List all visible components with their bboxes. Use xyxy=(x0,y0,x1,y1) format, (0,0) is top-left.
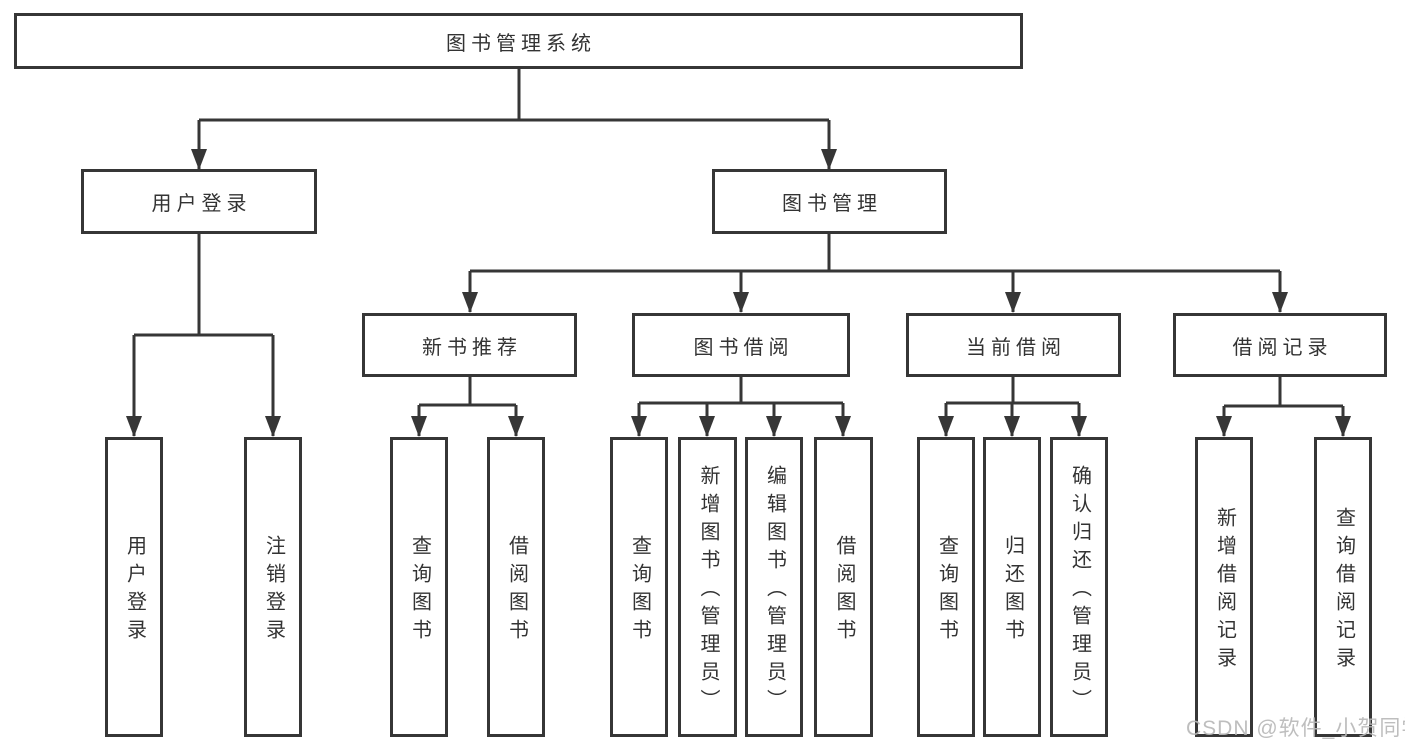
csdn-watermark: CSDN @软件_小贺同学 xyxy=(1186,717,1405,740)
node-label: 新增借阅记录 xyxy=(1213,507,1236,675)
node-label: 查询图书 xyxy=(408,535,431,647)
node-label: 图书管理系统 xyxy=(446,32,596,55)
node-label: 用户登录 xyxy=(151,193,252,215)
leaf-logout: 注销登录 xyxy=(244,437,302,737)
leaf-user-login: 用户登录 xyxy=(105,437,163,737)
node-new-book-recommend: 新书推荐 xyxy=(362,313,577,377)
leaf-query-borrow-record: 查询借阅记录 xyxy=(1314,437,1372,737)
leaf-confirm-return-admin: 确认归还（管理员） xyxy=(1050,437,1108,737)
leaf-return-book: 归还图书 xyxy=(983,437,1041,737)
leaf-query-book-2: 查询图书 xyxy=(610,437,668,737)
node-label: 当前借阅 xyxy=(966,336,1066,359)
node-label: 查询图书 xyxy=(935,535,958,647)
leaf-add-borrow-record: 新增借阅记录 xyxy=(1195,437,1253,737)
node-label: 图书管理 xyxy=(782,193,882,215)
node-label: 归还图书 xyxy=(1001,535,1024,647)
connector-new-book-children xyxy=(411,377,524,437)
node-label: 图书借阅 xyxy=(693,336,794,359)
connector-current-borrow-children xyxy=(938,377,1087,437)
node-label: 借阅图书 xyxy=(505,535,528,647)
node-label: 确认归还（管理员） xyxy=(1068,465,1091,717)
leaf-borrow-book-2: 借阅图书 xyxy=(814,437,873,737)
node-borrow-record: 借阅记录 xyxy=(1173,313,1387,377)
node-label: 新书推荐 xyxy=(422,336,522,359)
connector-root-to-level2 xyxy=(191,69,837,170)
leaf-borrow-book-1: 借阅图书 xyxy=(487,437,545,737)
leaf-query-book-1: 查询图书 xyxy=(390,437,448,737)
node-label: 注销登录 xyxy=(262,535,285,647)
node-user-login: 用户登录 xyxy=(81,169,317,234)
node-label: 查询借阅记录 xyxy=(1332,507,1355,675)
node-book-management: 图书管理 xyxy=(712,169,947,234)
node-root-system: 图书管理系统 xyxy=(14,13,1023,69)
leaf-add-book-admin: 新增图书（管理员） xyxy=(678,437,737,737)
node-label: 查询图书 xyxy=(628,535,651,647)
node-label: 借阅图书 xyxy=(833,535,855,647)
node-label: 新增图书（管理员） xyxy=(697,465,719,717)
node-label: 用户登录 xyxy=(123,535,146,647)
node-current-borrow: 当前借阅 xyxy=(906,313,1121,377)
connector-user-login-children xyxy=(126,234,281,437)
connector-borrow-record-children xyxy=(1216,377,1351,437)
node-book-borrow: 图书借阅 xyxy=(632,313,850,377)
leaf-query-book-3: 查询图书 xyxy=(917,437,975,737)
connector-book-borrow-children xyxy=(631,377,851,437)
connector-book-mgmt-to-level3 xyxy=(462,234,1288,313)
node-label: 借阅记录 xyxy=(1232,336,1333,359)
node-label: 编辑图书（管理员） xyxy=(763,465,786,717)
leaf-edit-book-admin: 编辑图书（管理员） xyxy=(745,437,803,737)
